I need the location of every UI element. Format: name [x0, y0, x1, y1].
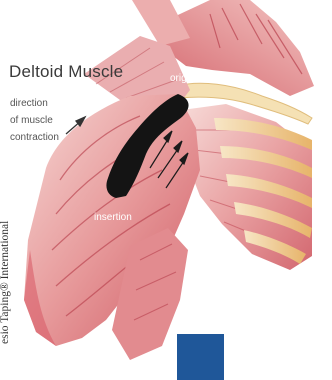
origin-label: origin [170, 73, 194, 84]
blue-block [177, 334, 224, 380]
credit-text: esio Taping® International [0, 246, 13, 344]
diagram-title: Deltoid Muscle [9, 62, 123, 82]
insertion-label: insertion [94, 212, 132, 223]
direction-label-line: of muscle [10, 112, 59, 129]
direction-label-line: contraction [10, 129, 59, 146]
direction-label-line: direction [10, 95, 59, 112]
direction-label: direction of muscle contraction [10, 95, 59, 146]
